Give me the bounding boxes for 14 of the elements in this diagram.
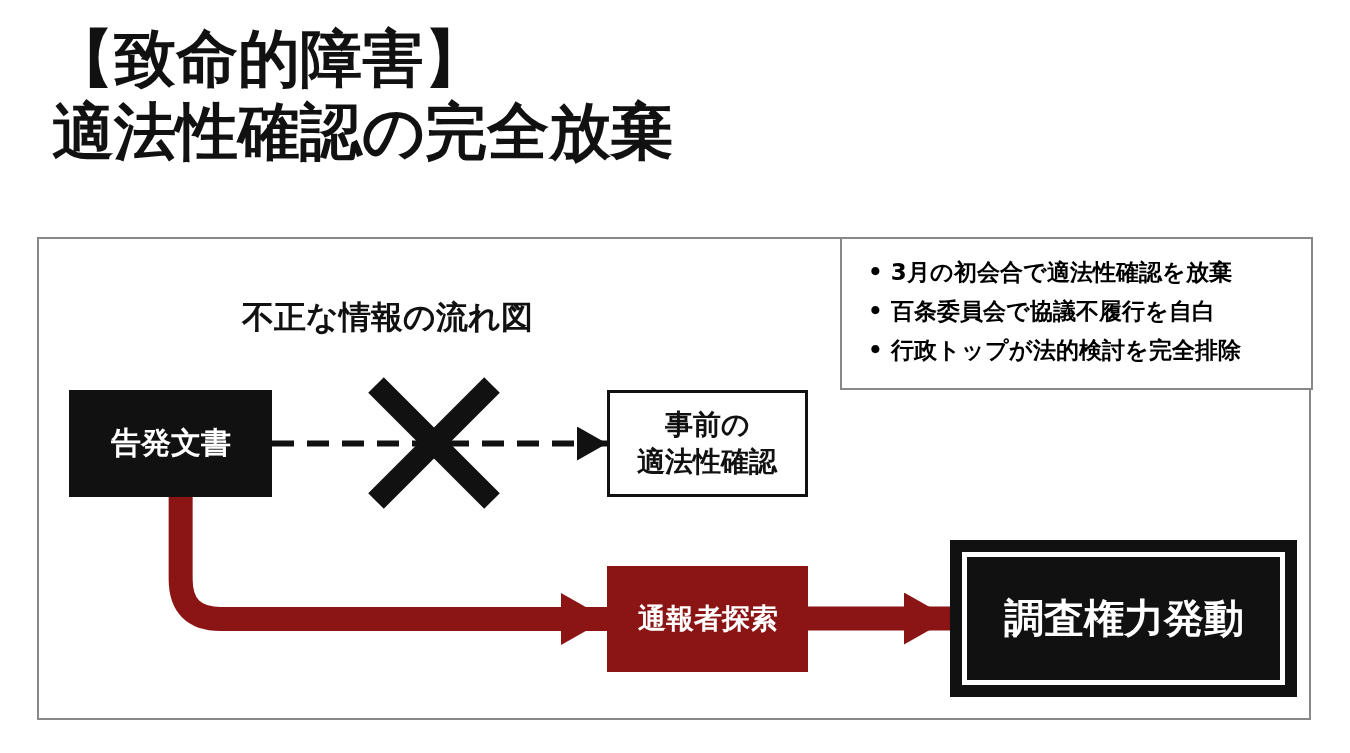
bullet-point: • 百条委員会で協議不履行を自白: [868, 297, 1216, 327]
box-label: 告発文書: [110, 424, 231, 462]
bullet-point: • 3月の初会合で適法性確認を放棄: [868, 258, 1233, 287]
slide-title: 【致命的障害】適法性確認の完全放棄: [52, 22, 674, 169]
diagram-heading: 不正な情報の流れ図: [242, 297, 533, 338]
box-label: 調査権力発動: [1003, 594, 1244, 643]
bullet-point: • 行政トップが法的検討を完全排除: [868, 336, 1242, 366]
process-box: [607, 566, 808, 672]
process-box: [607, 390, 808, 497]
note-box: [840, 237, 1313, 390]
result-box: [950, 540, 1297, 697]
box-label: 事前の適法性確認: [636, 407, 779, 480]
box-label: 通報者探索: [637, 601, 778, 637]
process-box: [69, 390, 272, 497]
